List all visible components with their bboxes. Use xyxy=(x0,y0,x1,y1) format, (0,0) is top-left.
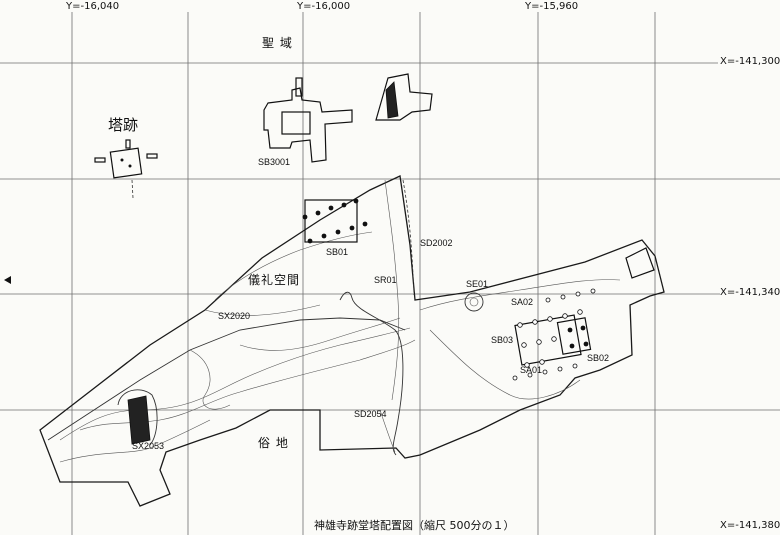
sb01-post xyxy=(315,210,321,216)
sa01-post xyxy=(572,363,578,369)
map-caption: 神雄寺跡堂塔配置図（縮尺 500分の１） xyxy=(314,519,515,532)
sb01-post xyxy=(362,221,368,227)
sb3001-outline xyxy=(263,87,353,163)
sa02-post xyxy=(560,294,566,300)
terrace-upper xyxy=(214,231,373,301)
ditch-sd2054 xyxy=(379,409,396,453)
sb01-post xyxy=(302,214,308,220)
upper-structure-wall xyxy=(385,81,399,119)
sb01-post xyxy=(341,202,347,208)
feature-label-sb02: SB02 xyxy=(587,353,610,363)
contour-2 xyxy=(59,327,411,441)
sb01-post xyxy=(307,238,313,244)
feature-label-sx2053: SX2053 xyxy=(132,441,165,451)
sb03-post xyxy=(517,322,523,328)
tower-ruin xyxy=(94,139,158,199)
feature-label-sb01: SB01 xyxy=(326,247,349,257)
feature-label-sa01: SA01 xyxy=(520,365,543,375)
sb3001-building xyxy=(263,77,353,163)
sb03-post xyxy=(562,313,568,319)
sb03-post xyxy=(532,319,538,325)
sb01-post xyxy=(328,205,334,211)
sb03-post xyxy=(577,309,583,315)
stream-sr01 xyxy=(339,291,404,456)
area-label-girei-kukan: 儀礼空間 xyxy=(248,273,301,287)
sb02-post xyxy=(567,327,573,333)
area-label-zokuchi: 俗 地 xyxy=(258,436,289,450)
tower-wing-left xyxy=(94,157,106,163)
feature-label-sb03: SB03 xyxy=(491,335,514,345)
sx2053-feature xyxy=(117,389,158,446)
coord-x-141300: X=-141,300 xyxy=(720,56,780,67)
feature-label-sb3001: SB3001 xyxy=(258,157,291,167)
upper-structure xyxy=(375,73,433,121)
sb03-post xyxy=(524,362,530,368)
sx2053-stones xyxy=(127,395,151,445)
sb03-post xyxy=(539,359,545,365)
tower-post xyxy=(128,164,132,168)
sb03-post xyxy=(551,336,557,342)
sb02-frame xyxy=(556,317,592,355)
feature-label-sr01: SR01 xyxy=(374,275,397,285)
coord-y-15960: Y=-15,960 xyxy=(525,1,579,12)
tower-wing-top xyxy=(125,139,131,149)
coord-y-16000: Y=-16,000 xyxy=(297,1,351,12)
feature-label-sa02: SA02 xyxy=(511,297,534,307)
sb01-post xyxy=(349,225,355,231)
sa01-post xyxy=(557,366,563,372)
contour-1 xyxy=(47,317,406,441)
sb03-post xyxy=(536,339,542,345)
coord-x-141380: X=-141,380 xyxy=(720,520,780,531)
contour-6 xyxy=(239,317,401,351)
east-terrace xyxy=(419,279,621,311)
tower-base xyxy=(109,147,143,179)
ne-enclosure xyxy=(625,247,655,279)
sb01-post xyxy=(353,198,359,204)
tower-wing-right xyxy=(146,153,158,159)
feature-label-sx2020: SX2020 xyxy=(218,311,251,321)
tower-post xyxy=(120,158,124,162)
sb03-frame xyxy=(514,314,582,366)
area-label-toato: 塔跡 xyxy=(108,116,139,134)
site-boundary xyxy=(39,175,665,507)
ditch-sd2002 xyxy=(402,179,415,296)
contour-5 xyxy=(59,419,211,463)
sb02-post xyxy=(569,343,575,349)
east-terrace-lower xyxy=(429,329,581,400)
sb03-post xyxy=(547,316,553,322)
feature-label-sd2002: SD2002 xyxy=(420,238,453,248)
area-label-seiiki: 聖 域 xyxy=(262,36,293,50)
sa01-post xyxy=(512,375,518,381)
sb01-post xyxy=(321,233,327,239)
feature-label-sd2054: SD2054 xyxy=(354,409,387,419)
coord-x-141340: X=-141,340 xyxy=(720,287,780,298)
sa02-post xyxy=(545,297,551,303)
well-se01 xyxy=(464,292,484,312)
sb3001-inner-1 xyxy=(281,111,311,135)
sa01-post xyxy=(527,372,533,378)
stream-bank xyxy=(384,179,400,401)
sa02-post xyxy=(590,288,596,294)
sb3001-inner-2 xyxy=(295,77,303,97)
sb02-post xyxy=(583,341,589,347)
well-se01-inner xyxy=(469,297,479,307)
coord-y-16040: Y=-16,040 xyxy=(66,1,120,12)
sx2053-outline xyxy=(117,389,158,446)
east-precinct xyxy=(419,247,655,400)
sb01-post xyxy=(335,229,341,235)
feature-label-se01: SE01 xyxy=(466,279,489,289)
tower-path xyxy=(131,179,134,199)
sb02-post xyxy=(580,325,586,331)
terrace-lower xyxy=(204,304,321,316)
sa01-post xyxy=(542,369,548,375)
sb03-post xyxy=(521,342,527,348)
sb01-building xyxy=(302,198,368,244)
sb01-frame xyxy=(304,199,358,243)
north-arrow-icon xyxy=(4,276,11,284)
sa02-post xyxy=(575,291,581,297)
grid xyxy=(0,12,780,535)
